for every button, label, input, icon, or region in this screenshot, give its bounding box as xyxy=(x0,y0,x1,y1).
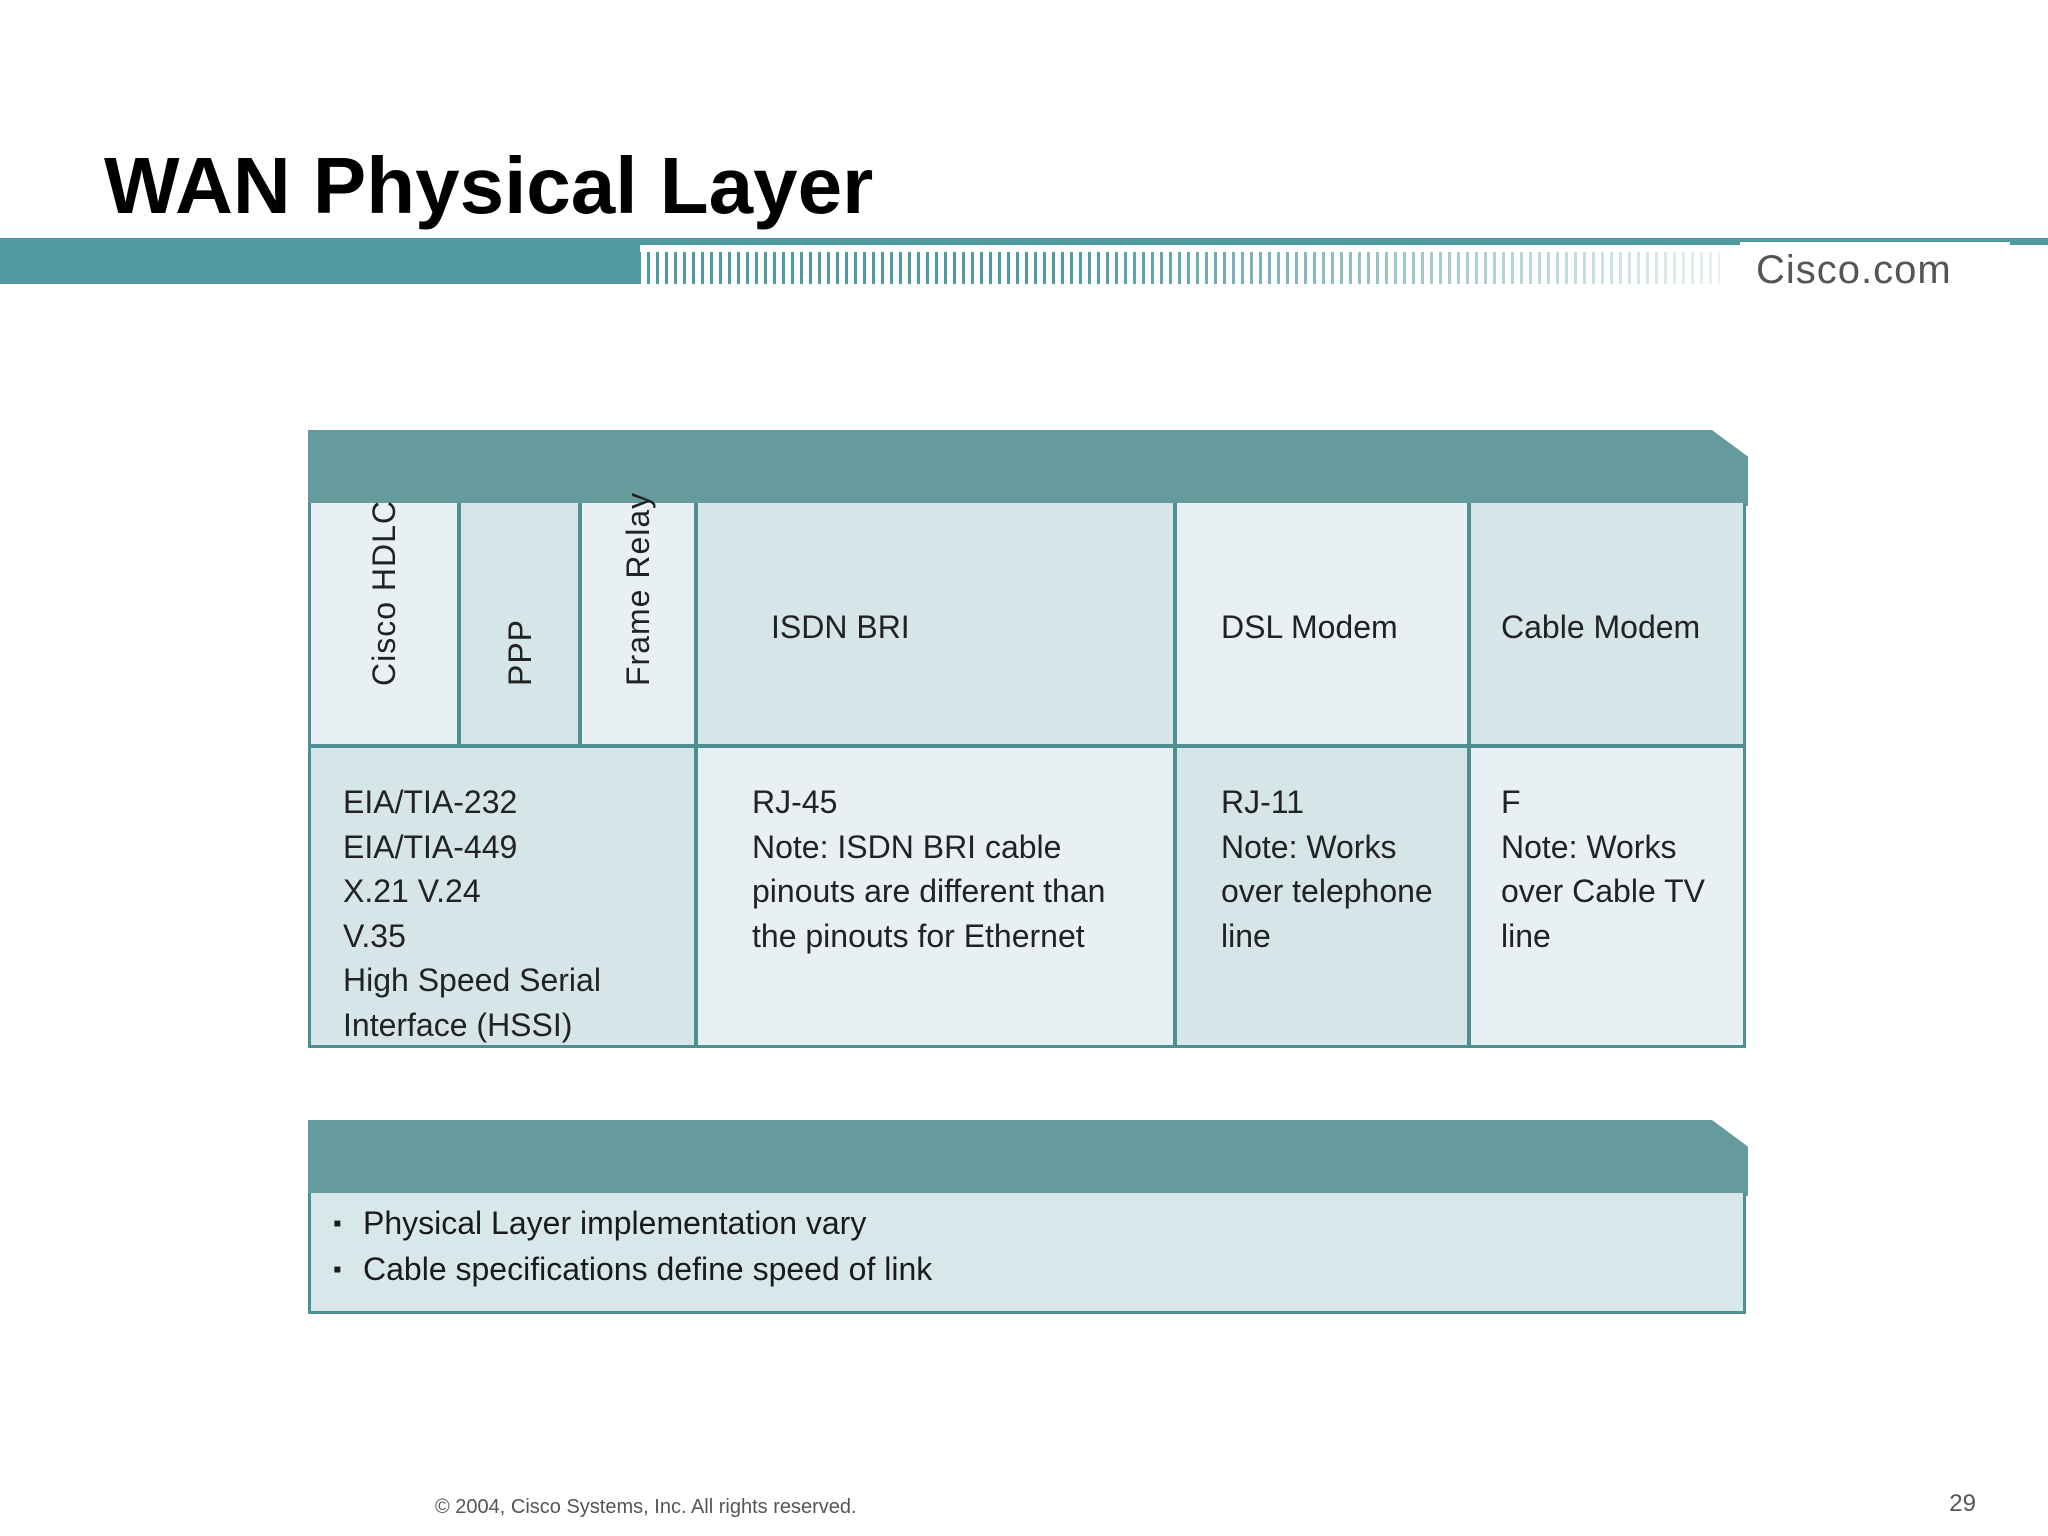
note-bullet: ▪ Cable specifications define speed of li… xyxy=(333,1251,932,1288)
connector-line: RJ-11 xyxy=(1221,784,1304,820)
header-solid-bar xyxy=(0,238,640,284)
connector-line: the pinouts for Ethernet xyxy=(752,917,1085,954)
table-header-bar xyxy=(308,430,1748,506)
connector-line: RJ-45 xyxy=(752,784,838,820)
connector-line: line xyxy=(1221,917,1271,954)
protocol-label: DSL Modem xyxy=(1221,609,1398,645)
copyright-text: © 2004, Cisco Systems, Inc. All rights r… xyxy=(435,1496,857,1518)
header-stripes xyxy=(620,252,1720,284)
connector-cell-serial: EIA/TIA-232 EIA/TIA-449 X.21 V.24 V.35 H… xyxy=(311,748,694,1045)
protocol-cell-isdn-bri: ISDN BRI xyxy=(698,503,1173,744)
connector-line: line xyxy=(1501,917,1551,954)
connector-line: Note: ISDN BRI cable xyxy=(752,828,1062,865)
protocol-label: PPP xyxy=(501,618,538,686)
connector-cell-isdn: RJ-45 Note: ISDN BRI cable pinouts are d… xyxy=(698,748,1173,1045)
note-bullet: ▪ Physical Layer implementation vary xyxy=(333,1205,866,1242)
connector-cell-cable: F Note: Works over Cable TV line xyxy=(1471,748,1743,1045)
connector-line: V.35 xyxy=(343,917,406,954)
protocol-cell-dsl-modem: DSL Modem xyxy=(1177,503,1467,744)
notes-header-bar xyxy=(308,1120,1748,1196)
connector-line: over telephone xyxy=(1221,873,1433,909)
note-text: Cable specifications define speed of lin… xyxy=(363,1251,933,1287)
connector-text: F Note: Works over Cable TV line xyxy=(1501,780,1705,958)
bullet-icon: ▪ xyxy=(333,1256,342,1283)
slide-title: WAN Physical Layer xyxy=(104,141,874,230)
connector-line: over Cable TV xyxy=(1501,873,1705,909)
protocol-cell-frame-relay: Frame Relay xyxy=(582,492,694,744)
connector-line: F xyxy=(1501,784,1521,820)
bullet-icon: ▪ xyxy=(333,1210,342,1237)
connector-text: EIA/TIA-232 EIA/TIA-449 X.21 V.24 V.35 H… xyxy=(343,780,601,1047)
connector-line: X.21 V.24 xyxy=(343,873,481,909)
notes-body: ▪ Physical Layer implementation vary ▪ Cab… xyxy=(311,1193,1743,1311)
connector-line: High Speed Serial xyxy=(343,962,601,998)
brand-logo-text: Cisco.com xyxy=(1740,242,2010,298)
note-text: Physical Layer implementation vary xyxy=(363,1205,867,1241)
connector-cell-dsl: RJ-11 Note: Works over telephone line xyxy=(1177,748,1467,1045)
protocol-label: Cable Modem xyxy=(1501,609,1701,645)
connector-line: EIA/TIA-449 xyxy=(343,828,518,865)
page-number: 29 xyxy=(1949,1490,1976,1517)
header-rule xyxy=(0,238,2048,245)
connector-text: RJ-45 Note: ISDN BRI cable pinouts are d… xyxy=(752,780,1105,958)
protocol-cell-ppp: PPP xyxy=(461,503,578,744)
protocol-cell-cable-modem: Cable Modem xyxy=(1471,503,1743,744)
connector-line: pinouts are different than xyxy=(752,873,1106,909)
connector-text: RJ-11 Note: Works over telephone line xyxy=(1221,780,1433,958)
protocol-label: Frame Relay xyxy=(620,491,656,686)
connector-line: Note: Works xyxy=(1501,828,1677,865)
notes-panel: ▪ Physical Layer implementation vary ▪ Cab… xyxy=(308,1193,1746,1314)
protocol-label: Cisco HDLC xyxy=(366,499,402,686)
header-band xyxy=(0,238,2048,288)
connector-line: EIA/TIA-232 xyxy=(343,784,518,820)
protocol-label: ISDN BRI xyxy=(771,609,910,645)
protocol-cell-cisco-hdlc: Cisco HDLC xyxy=(311,499,457,744)
protocol-table: Cisco HDLC PPP Frame Relay ISDN BRI DSL … xyxy=(308,492,1746,1048)
connector-line: Interface (HSSI) xyxy=(343,1006,573,1043)
connector-line: Note: Works xyxy=(1221,828,1397,865)
